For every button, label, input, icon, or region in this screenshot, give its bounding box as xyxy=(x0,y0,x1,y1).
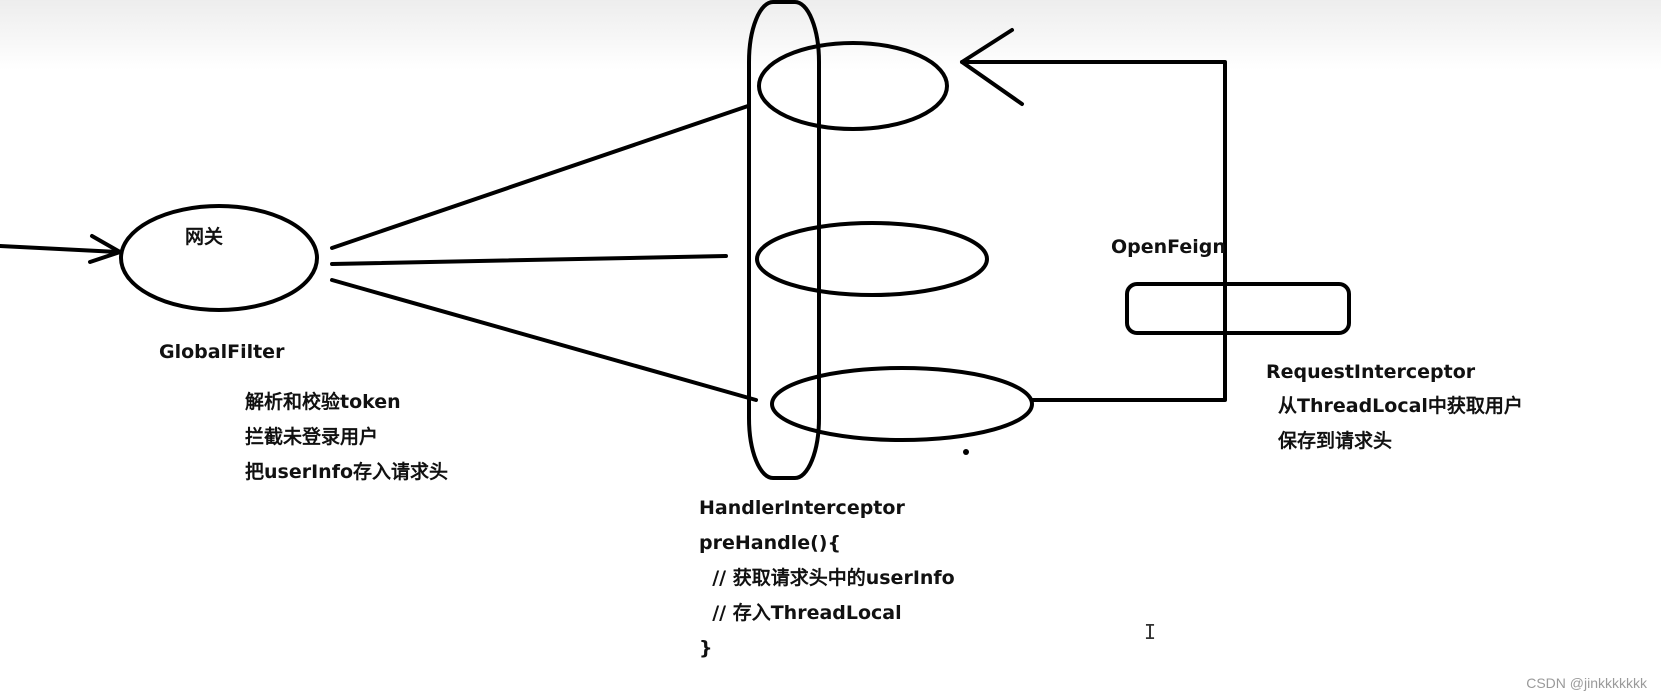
handler-code-line-1: preHandle(){ xyxy=(699,532,841,554)
gateway-label: 网关 xyxy=(185,226,224,248)
feign-step-2: 保存到请求头 xyxy=(1278,430,1393,452)
service-node-2 xyxy=(755,221,989,297)
watermark: CSDN @jinkkkkkkk xyxy=(1526,675,1647,691)
handler-code-line-2: // 获取请求头中的userInfo xyxy=(699,567,955,589)
gateway-step-1: 解析和校验token xyxy=(245,391,401,413)
handler-code-line-4: } xyxy=(699,637,713,659)
handler-code-line-3: // 存入ThreadLocal xyxy=(699,602,902,624)
route-line-3 xyxy=(330,278,758,402)
stray-dot xyxy=(963,449,969,455)
gateway-step-2: 拦截未登录用户 xyxy=(245,426,379,448)
text-cursor-icon: I xyxy=(1144,620,1157,644)
handler-interceptor-label: HandlerInterceptor xyxy=(699,497,905,519)
top-shade xyxy=(0,0,1661,70)
gateway-node xyxy=(119,204,319,312)
route-line-2 xyxy=(330,254,728,266)
handler-interceptor-shape xyxy=(747,0,821,480)
feign-arrowhead xyxy=(960,28,1024,106)
feign-loop-path xyxy=(960,60,1227,402)
openfeign-box xyxy=(1125,282,1351,335)
service-node-3 xyxy=(770,366,1034,442)
request-interceptor-label: RequestInterceptor xyxy=(1266,361,1476,383)
gateway-step-3: 把userInfo存入请求头 xyxy=(245,461,449,483)
openfeign-label: OpenFeign xyxy=(1111,236,1226,258)
service-node-1 xyxy=(757,41,949,131)
route-line-1 xyxy=(330,104,750,250)
feign-step-1: 从ThreadLocal中获取用户 xyxy=(1278,395,1523,417)
global-filter-label: GlobalFilter xyxy=(159,341,285,363)
incoming-arrow-line xyxy=(0,244,120,254)
